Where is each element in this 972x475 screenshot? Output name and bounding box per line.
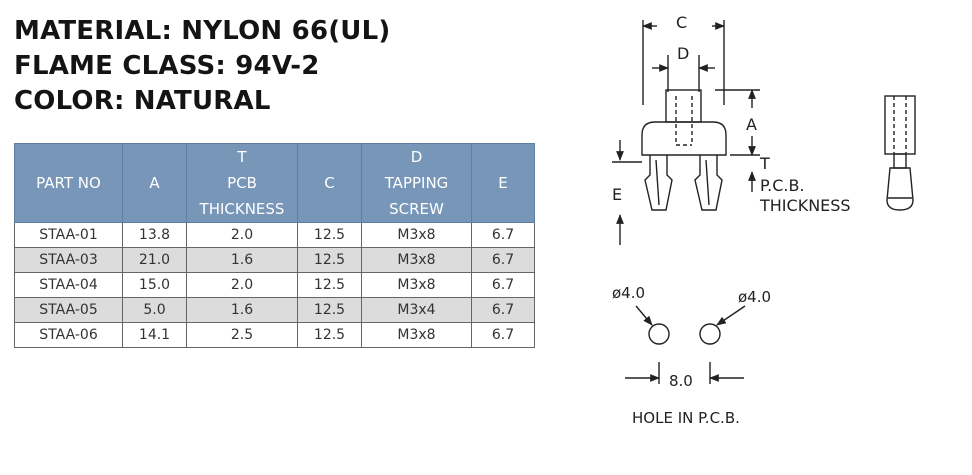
table-row: STAA-05 5.0 1.6 12.5 M3x4 6.7: [14, 297, 535, 323]
pcb-label: P.C.B.: [760, 176, 805, 195]
cell-a: 5.0: [122, 297, 187, 323]
table-header-row: PART NO A T PCB THICKNESS C D TAPPING SC…: [14, 143, 535, 223]
spec-block: MATERIAL: NYLON 66(UL) FLAME CLASS: 94V-…: [14, 14, 390, 119]
cell-d: M3x4: [361, 297, 472, 323]
cell-t: 2.0: [186, 272, 298, 298]
cell-e: 6.7: [471, 222, 535, 248]
cell-c: 12.5: [297, 247, 362, 273]
hole-diameter-left: ø4.0: [612, 284, 645, 302]
header-pcb-thickness: T PCB THICKNESS: [186, 143, 298, 223]
cell-a: 14.1: [122, 322, 187, 348]
cell-c: 12.5: [297, 297, 362, 323]
cell-c: 12.5: [297, 322, 362, 348]
hole-caption: HOLE IN P.C.B.: [632, 409, 740, 427]
cell-part-no: STAA-05: [14, 297, 123, 323]
cell-t: 1.6: [186, 247, 298, 273]
cell-t: 2.5: [186, 322, 298, 348]
cell-d: M3x8: [361, 322, 472, 348]
header-tapping-screw: D TAPPING SCREW: [361, 143, 472, 223]
cell-t: 2.0: [186, 222, 298, 248]
hole-diameter-right: ø4.0: [738, 288, 771, 306]
hole-spacing: 8.0: [669, 372, 693, 390]
header-c: C: [297, 143, 362, 223]
table-row: STAA-03 21.0 1.6 12.5 M3x8 6.7: [14, 247, 535, 273]
cell-part-no: STAA-06: [14, 322, 123, 348]
color-spec: COLOR: NATURAL: [14, 86, 271, 116]
cell-a: 21.0: [122, 247, 187, 273]
cell-t: 1.6: [186, 297, 298, 323]
cell-a: 13.8: [122, 222, 187, 248]
cell-e: 6.7: [471, 322, 535, 348]
flame-class-spec: FLAME CLASS: 94V-2: [14, 51, 320, 81]
cell-e: 6.7: [471, 297, 535, 323]
cell-a: 15.0: [122, 272, 187, 298]
table-row: STAA-06 14.1 2.5 12.5 M3x8 6.7: [14, 322, 535, 348]
thickness-label: THICKNESS: [759, 196, 851, 215]
cell-c: 12.5: [297, 272, 362, 298]
dim-label-e: E: [612, 185, 622, 204]
dim-label-t: T: [759, 154, 770, 173]
parts-table: PART NO A T PCB THICKNESS C D TAPPING SC…: [14, 143, 535, 348]
cell-part-no: STAA-01: [14, 222, 123, 248]
dim-label-a: A: [746, 115, 757, 134]
dim-label-c: C: [676, 13, 687, 32]
header-e: E: [471, 143, 535, 223]
dim-label-d: D: [677, 44, 689, 63]
cell-e: 6.7: [471, 272, 535, 298]
material-spec: MATERIAL: NYLON 66(UL): [14, 16, 391, 46]
table-row: STAA-01 13.8 2.0 12.5 M3x8 6.7: [14, 222, 535, 248]
